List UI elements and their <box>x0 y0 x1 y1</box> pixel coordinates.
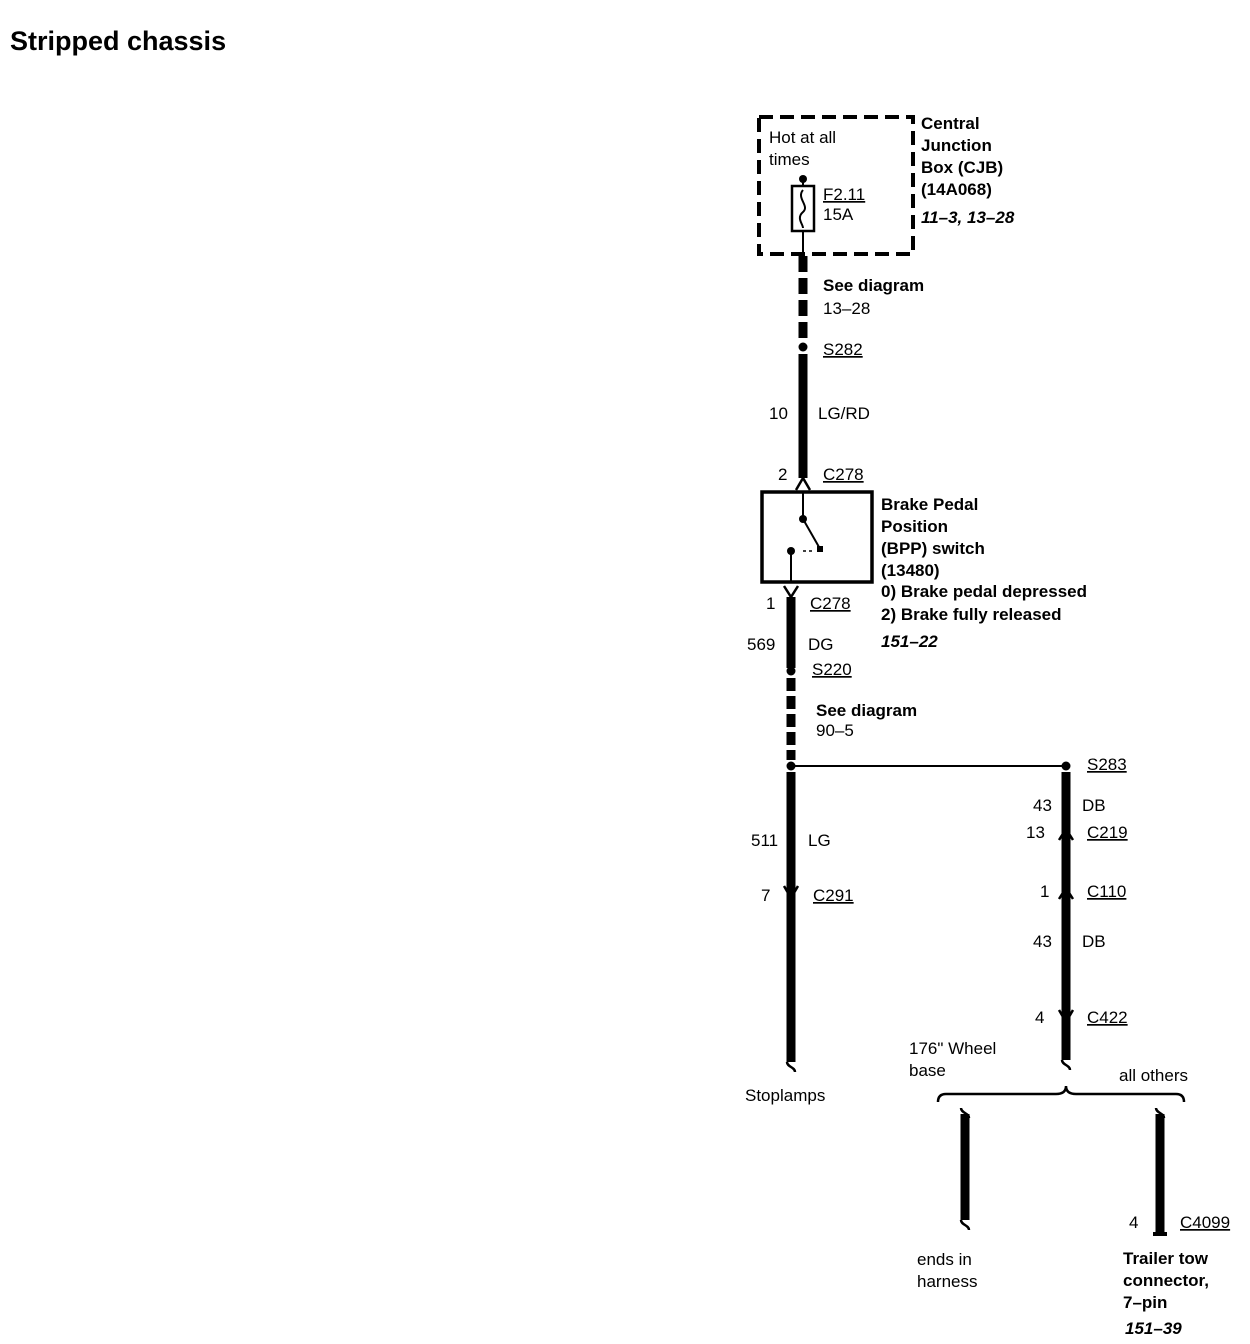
connector-c278-bottom-symbol <box>782 585 800 600</box>
c291-label: C291 <box>813 886 854 905</box>
splice-s282-dot <box>798 342 808 352</box>
option-brace <box>936 1085 1186 1103</box>
trailer-label-1: Trailer tow <box>1123 1249 1209 1268</box>
bpp-switch-blade <box>802 518 820 548</box>
fuse-id: F2.11 <box>823 185 865 204</box>
wire-43-b-circuit: 43 <box>1033 932 1052 951</box>
cjb-hot-label-2: times <box>769 150 810 169</box>
c422-pin: 4 <box>1035 1008 1044 1027</box>
c219-pin: 13 <box>1026 823 1045 842</box>
connector-c278-top-symbol <box>794 475 812 491</box>
see-diagram-1-label: See diagram <box>823 276 924 295</box>
wire-10-color: LG/RD <box>818 404 870 423</box>
wire-43-b-color: DB <box>1082 932 1106 951</box>
splice-s283-dot <box>1061 761 1071 771</box>
connector-c291-symbol <box>782 885 800 901</box>
fuse-element <box>798 189 806 229</box>
splice-s220-label: S220 <box>812 660 852 679</box>
c110-pin: 1 <box>1040 882 1049 901</box>
branch-left-label-1: 176" Wheel <box>909 1039 996 1058</box>
branch-left-label-2: base <box>909 1061 946 1080</box>
page-title: Stripped chassis <box>10 26 226 56</box>
connector-c219-symbol <box>1057 826 1075 841</box>
wire-511-end-break <box>785 1061 797 1073</box>
c291-pin: 7 <box>761 886 770 905</box>
fuse-rating: 15A <box>823 205 854 224</box>
wire-511-circuit: 511 <box>751 831 778 850</box>
splice-s283-label: S283 <box>1087 755 1127 774</box>
c278-bottom-pin: 1 <box>766 594 775 613</box>
c278-top-label: C278 <box>823 465 864 484</box>
bpp-switch-contact-closed <box>817 546 823 552</box>
connector-c110-symbol <box>1057 885 1075 900</box>
splice-s282-label: S282 <box>823 340 863 359</box>
wire-harness-end-break <box>959 1219 971 1231</box>
branch-right-label: all others <box>1119 1066 1188 1085</box>
trailer-reference: 151–39 <box>1125 1319 1182 1338</box>
bpp-name-3: (BPP) switch <box>881 539 985 558</box>
wire-569-color: DG <box>808 635 834 654</box>
cjb-box <box>757 115 915 256</box>
bpp-name-1: Brake Pedal <box>881 495 978 514</box>
c422-label: C422 <box>1087 1008 1128 1027</box>
splice-s220-dot <box>786 666 796 676</box>
c278-bottom-label: C278 <box>810 594 851 613</box>
cjb-name-1: Central <box>921 114 980 133</box>
cjb-name-2: Junction <box>921 136 992 155</box>
harness-end-label-2: harness <box>917 1272 977 1291</box>
see-diagram-2-label: See diagram <box>816 701 917 720</box>
cjb-part-number: (14A068) <box>921 180 992 199</box>
c4099-label: C4099 <box>1180 1213 1230 1232</box>
c4099-pin: 4 <box>1129 1213 1138 1232</box>
c219-label: C219 <box>1087 823 1128 842</box>
bpp-state-2: 2) Brake fully released <box>881 605 1061 624</box>
fuse-symbol <box>790 184 816 233</box>
cjb-name-3: Box (CJB) <box>921 158 1003 177</box>
wire-569-circuit: 569 <box>747 635 775 654</box>
c110-label: C110 <box>1087 882 1126 901</box>
stoplamps-label: Stoplamps <box>745 1086 825 1105</box>
trailer-label-2: connector, <box>1123 1271 1209 1290</box>
see-diagram-2-ref: 90–5 <box>816 721 854 740</box>
cjb-reference: 11–3, 13–28 <box>921 208 1015 227</box>
trailer-label-3: 7–pin <box>1123 1293 1167 1312</box>
bpp-switch-box <box>760 490 874 584</box>
cjb-hot-label-1: Hot at all <box>769 128 836 147</box>
connector-c4099-symbol <box>1153 1232 1167 1236</box>
bpp-reference: 151–22 <box>881 632 938 651</box>
c278-top-pin: 2 <box>778 465 787 484</box>
bpp-part-number: (13480) <box>881 561 940 580</box>
wire-511-color: LG <box>808 831 831 850</box>
harness-end-label-1: ends in <box>917 1250 972 1269</box>
bpp-state-0: 0) Brake pedal depressed <box>881 582 1087 601</box>
connector-c422-symbol <box>1057 1009 1075 1025</box>
wire-10-circuit: 10 <box>769 404 788 423</box>
wire-43-a-color: DB <box>1082 796 1106 815</box>
wire-43-end-break <box>1060 1059 1072 1071</box>
see-diagram-1-ref: 13–28 <box>823 299 870 318</box>
bpp-name-2: Position <box>881 517 948 536</box>
wire-43-a-circuit: 43 <box>1033 796 1052 815</box>
